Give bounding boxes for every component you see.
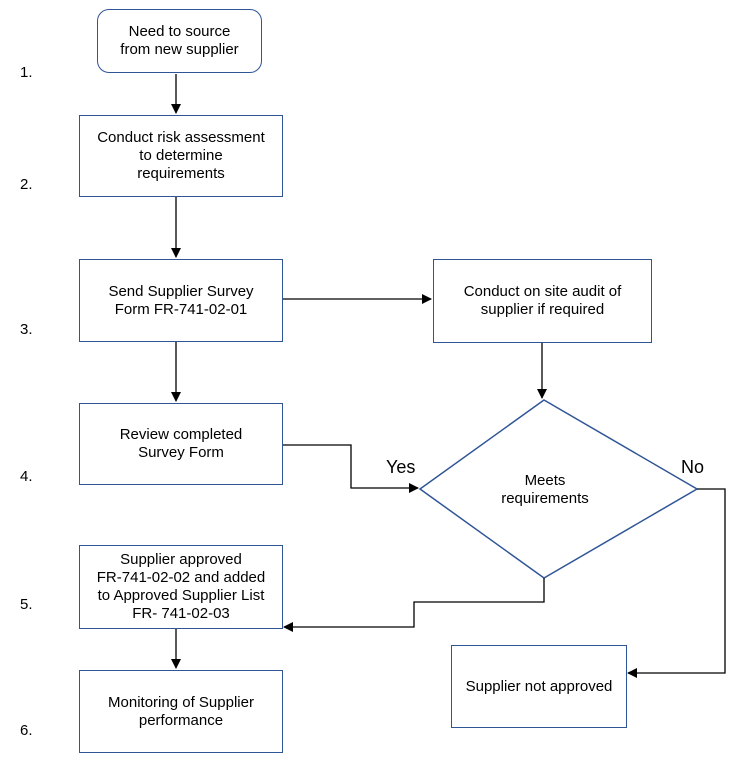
step-number-5: 5. bbox=[20, 596, 33, 613]
step-number-1: 1. bbox=[20, 64, 33, 81]
not-approved-box: Supplier not approved bbox=[451, 645, 627, 728]
arrow-decision-5 bbox=[283, 578, 545, 632]
step-6-box: Monitoring of Supplier performance bbox=[79, 670, 283, 753]
decision-text: Meets requirements bbox=[501, 472, 589, 507]
audit-box: Conduct on site audit of supplier if req… bbox=[433, 259, 652, 343]
yes-label: Yes bbox=[386, 457, 416, 477]
step-number-4: 4. bbox=[20, 468, 33, 485]
step-1-box: Need to source from new supplier bbox=[97, 9, 262, 73]
arrow-4-decision bbox=[282, 444, 419, 493]
step-number-6: 6. bbox=[20, 722, 33, 739]
no-label: No bbox=[681, 457, 705, 477]
step-3-box: Send Supplier Survey Form FR-741-02-01 bbox=[79, 259, 283, 342]
arrow-decision-not-approved bbox=[627, 488, 726, 678]
step-4-box: Review completed Survey Form bbox=[79, 403, 283, 485]
step-number-2: 2. bbox=[20, 176, 33, 193]
step-5-box: Supplier approved FR-741-02-02 and added… bbox=[79, 545, 283, 629]
step-number-3: 3. bbox=[20, 321, 33, 338]
step-2-box: Conduct risk assessment to determine req… bbox=[79, 115, 283, 197]
